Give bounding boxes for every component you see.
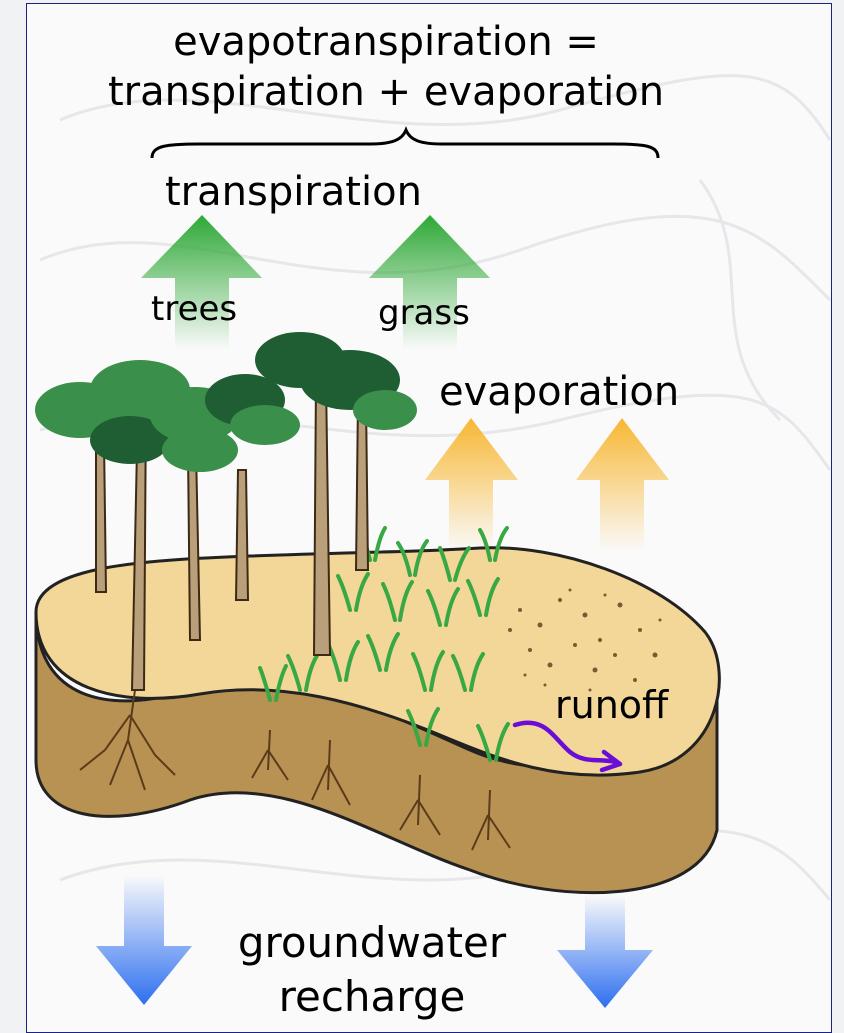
transpiration-label: transpiration bbox=[165, 172, 422, 212]
runoff-label: runoff bbox=[555, 686, 668, 724]
title-line-1: evapotranspiration = bbox=[0, 22, 808, 62]
groundwater-label-line-2: recharge bbox=[0, 976, 794, 1018]
brace bbox=[152, 130, 658, 158]
evaporation-label: evaporation bbox=[439, 372, 679, 412]
transpiration-arrow-trees bbox=[141, 215, 262, 350]
evaporation-arrow-right bbox=[576, 418, 669, 552]
grass-label: grass bbox=[378, 296, 470, 330]
groundwater-label-line-1: groundwater bbox=[0, 922, 794, 964]
title-line-2: transpiration + evaporation bbox=[0, 72, 808, 112]
trees-label: trees bbox=[151, 292, 237, 326]
